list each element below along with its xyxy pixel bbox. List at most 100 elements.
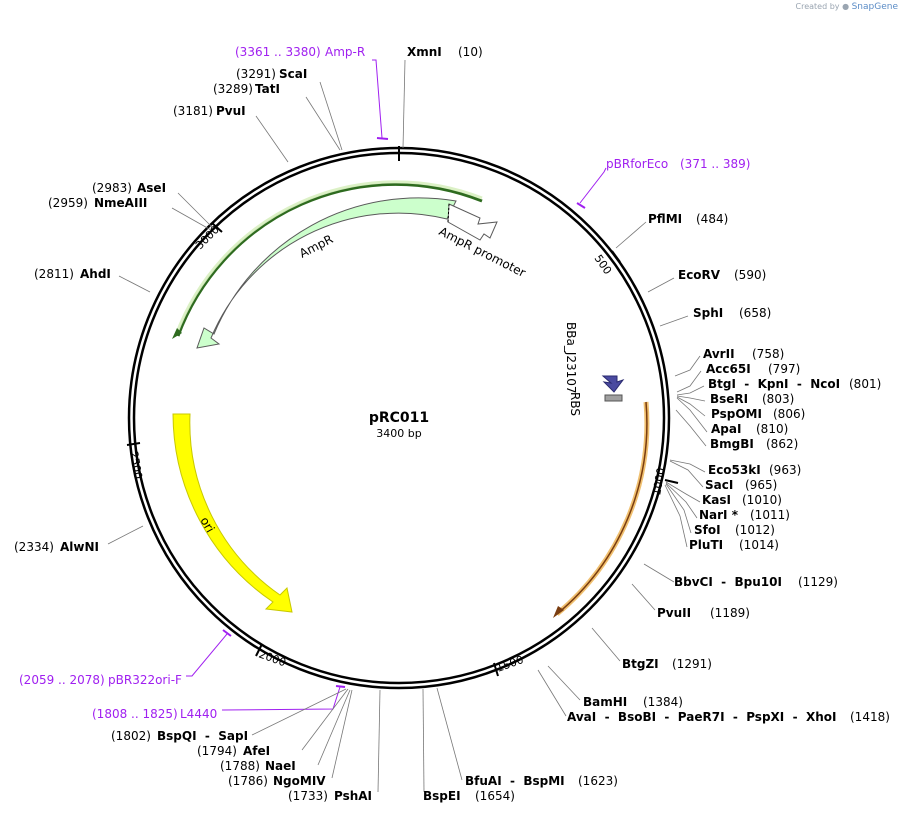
- site-pshai: (1733) PshAI: [288, 789, 372, 803]
- credit-brand: SnapGene: [851, 2, 898, 12]
- svg-text:(1010): (1010): [742, 493, 782, 507]
- svg-text:PspOMI: PspOMI: [711, 407, 762, 421]
- tick-3000: 3000: [193, 222, 223, 252]
- orange-arrowhead: [553, 606, 564, 618]
- svg-text:(965): (965): [745, 478, 777, 492]
- svg-text:(806): (806): [773, 407, 805, 421]
- site-afei: (1794) AfeI: [197, 744, 270, 758]
- svg-text:PluTI: PluTI: [689, 538, 723, 552]
- svg-text:BseRI: BseRI: [710, 392, 748, 406]
- tick-2000: 2000: [255, 643, 288, 669]
- site-eco53ki: Eco53kI (963): [708, 463, 801, 477]
- site-pvuii: PvuII (1189): [657, 606, 750, 620]
- svg-text:BbvCI - Bpu10I: BbvCI - Bpu10I: [674, 575, 782, 589]
- feature-rbs: [604, 394, 623, 402]
- svg-text:(1808 .. 1825): (1808 .. 1825): [92, 707, 178, 721]
- primer-pbr322ori-f: (2059 .. 2078) pBR322ori-F: [19, 629, 232, 687]
- svg-text:(862): (862): [766, 437, 798, 451]
- svg-text:(3291): (3291): [236, 67, 276, 81]
- svg-text:(801): (801): [849, 377, 881, 391]
- svg-text:(371 .. 389): (371 .. 389): [680, 157, 750, 171]
- svg-text:(963): (963): [769, 463, 801, 477]
- primer-l4440: (1808 .. 1825) L4440: [92, 685, 346, 721]
- svg-text:BfuAI - BspMI: BfuAI - BspMI: [465, 774, 565, 788]
- svg-text:Amp-R: Amp-R: [325, 45, 365, 59]
- svg-text:(1623): (1623): [578, 774, 618, 788]
- feature-bba-j23107: [601, 375, 625, 393]
- site-pvui: (3181) PvuI: [173, 104, 246, 118]
- site-scai: (3291) ScaI: [236, 67, 307, 81]
- svg-text:AhdI: AhdI: [80, 267, 111, 281]
- site-bspqi-sapi: (1802) BspQI - SapI: [111, 729, 248, 743]
- feature-bba-j23107-label: BBa_J23107: [564, 322, 578, 394]
- svg-text:Acc65I: Acc65I: [706, 362, 751, 376]
- svg-text:(810): (810): [756, 422, 788, 436]
- svg-text:BspQI - SapI: BspQI - SapI: [157, 729, 248, 743]
- svg-text:KasI: KasI: [702, 493, 731, 507]
- svg-text:SacI: SacI: [705, 478, 733, 492]
- svg-text:ApaI: ApaI: [711, 422, 741, 436]
- svg-text:(3289): (3289): [213, 82, 253, 96]
- site-sfoi: SfoI (1012): [694, 523, 775, 537]
- site-bbvci-bpu10i: BbvCI - Bpu10I (1129): [674, 575, 838, 589]
- svg-text:(1011): (1011): [750, 508, 790, 522]
- svg-text:(1654): (1654): [475, 789, 515, 803]
- svg-text:ScaI: ScaI: [279, 67, 307, 81]
- site-nmeaiii: (2959) NmeAIII: [48, 196, 147, 210]
- svg-text:(2334): (2334): [14, 540, 54, 554]
- svg-text:(2959): (2959): [48, 196, 88, 210]
- svg-text:(1733): (1733): [288, 789, 328, 803]
- site-btgi-kpni-ncoi: BtgI - KpnI - NcoI (801): [708, 377, 881, 391]
- green-arrowhead: [172, 328, 182, 339]
- site-leader-lines: [107, 59, 708, 793]
- svg-text:BmgBI: BmgBI: [710, 437, 754, 451]
- site-bseri: BseRI (803): [710, 392, 794, 406]
- site-apai: ApaI (810): [711, 422, 788, 436]
- site-bamhi: BamHI (1384): [583, 695, 683, 709]
- svg-text:AseI: AseI: [137, 181, 166, 195]
- svg-text:(590): (590): [734, 268, 766, 282]
- svg-text:500: 500: [592, 252, 615, 277]
- site-avrii: AvrII (758): [703, 347, 784, 361]
- snapgene-credit: Created by ● SnapGene: [796, 2, 899, 12]
- svg-text:PvuII: PvuII: [657, 606, 691, 620]
- site-pspomi: PspOMI (806): [711, 407, 805, 421]
- tick-2500: 2500: [126, 442, 145, 480]
- svg-text:(1291): (1291): [672, 657, 712, 671]
- site-bspei: BspEI (1654): [423, 789, 515, 803]
- credit-prefix: Created by: [795, 2, 840, 11]
- green-highlight-arc: [176, 182, 483, 337]
- svg-text:AfeI: AfeI: [243, 744, 270, 758]
- snapgene-logo-icon: ●: [842, 2, 850, 11]
- svg-text:NmeAIII: NmeAIII: [94, 196, 147, 210]
- svg-text:(658): (658): [739, 306, 771, 320]
- svg-text:(2811): (2811): [34, 267, 74, 281]
- svg-text:BtgI - KpnI - NcoI: BtgI - KpnI - NcoI: [708, 377, 840, 391]
- orange-highlight-arc: [555, 401, 650, 616]
- site-ahdi: (2811) AhdI: [34, 267, 111, 281]
- svg-text:AlwNI: AlwNI: [60, 540, 99, 554]
- feature-ampr-promoter: [447, 203, 498, 241]
- svg-text:(1012): (1012): [735, 523, 775, 537]
- svg-text:NaeI: NaeI: [265, 759, 296, 773]
- feature-ori-label: ori: [197, 515, 217, 536]
- site-xmni: XmnI (10): [407, 45, 483, 59]
- plasmid-name: pRC011: [369, 410, 429, 426]
- svg-text:1000: 1000: [650, 467, 668, 497]
- site-kasi: KasI (1010): [702, 493, 782, 507]
- svg-text:PflMI: PflMI: [648, 212, 682, 226]
- svg-text:EcoRV: EcoRV: [678, 268, 721, 282]
- svg-text:(1794): (1794): [197, 744, 237, 758]
- site-acc65i: Acc65I (797): [706, 362, 800, 376]
- svg-text:(1802): (1802): [111, 729, 151, 743]
- site-tati: (3289) TatI: [213, 82, 280, 96]
- svg-text:NarI *: NarI *: [699, 508, 739, 522]
- svg-text:2500: 2500: [127, 450, 145, 480]
- svg-text:NgoMIV: NgoMIV: [273, 774, 326, 788]
- site-bfuai-bspmi: BfuAI - BspMI (1623): [465, 774, 618, 788]
- svg-text:AvaI - BsoBI - PaeR7I -: AvaI - BsoBI - PaeR7I - PspXI - XhoI: [567, 710, 836, 724]
- svg-text:(3181): (3181): [173, 104, 213, 118]
- plasmid-length: 3400 bp: [376, 427, 421, 440]
- svg-text:AvrII: AvrII: [703, 347, 735, 361]
- site-pluti: PluTI (1014): [689, 538, 779, 552]
